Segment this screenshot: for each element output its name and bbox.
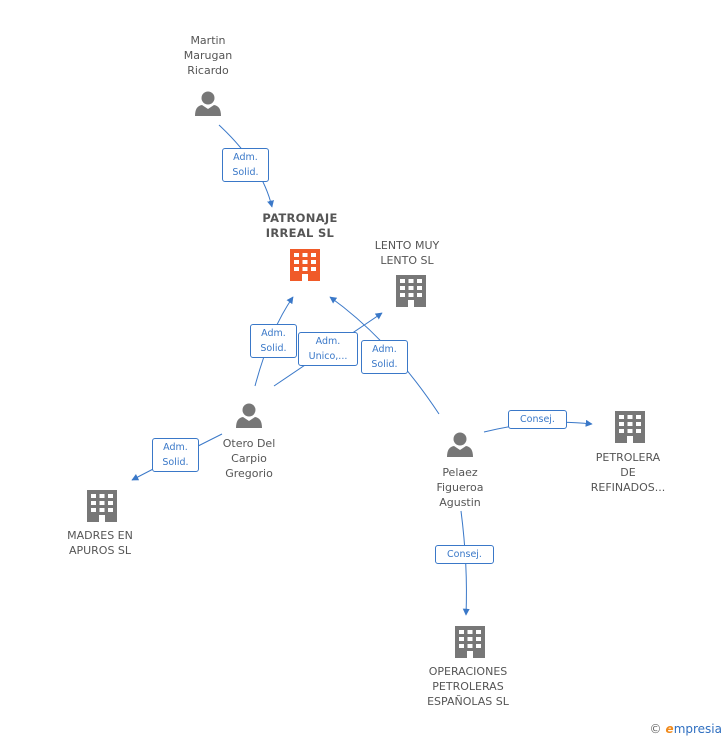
relation-label-martin-patronaje: Adm. Solid. [222, 148, 269, 182]
building-icon-lento [396, 275, 426, 307]
person-icon-martin [195, 91, 221, 116]
building-icon-madres [87, 490, 117, 522]
building-icon-patronaje [290, 249, 320, 281]
relation-label-otero-patronaje: Adm. Solid. [250, 324, 297, 358]
node-label-martin[interactable]: Martin Marugan Ricardo [183, 34, 233, 77]
node-label-lento[interactable]: LENTO MUY LENTO SL [374, 239, 440, 267]
person-icon-otero [236, 403, 262, 428]
node-label-petrolera[interactable]: PETROLERA DE REFINADOS... [590, 451, 666, 494]
brand-e: e [665, 722, 674, 736]
node-label-otero[interactable]: Otero Del Carpio Gregorio [222, 437, 276, 480]
brand-name: mpresia [673, 722, 722, 736]
relation-label-pelaez-patronaje: Adm. Solid. [361, 340, 408, 374]
empresia-logo: ©empresia [650, 722, 722, 736]
node-label-madres[interactable]: MADRES EN APUROS SL [67, 529, 133, 557]
node-label-patronaje[interactable]: PATRONAJE IRREAL SL [262, 211, 338, 240]
relation-label-otero-lento: Adm. Unico,... [298, 332, 358, 366]
person-icon-pelaez [447, 432, 473, 457]
node-label-operaciones[interactable]: OPERACIONES PETROLERAS ESPAÑOLAS SL [427, 665, 509, 708]
relation-label-pelaez-operaciones: Consej. [435, 545, 494, 564]
building-icon-petrolera [615, 411, 645, 443]
relation-label-pelaez-petrolera: Consej. [508, 410, 567, 429]
copyright-symbol: © [649, 722, 662, 736]
building-icon-operaciones [455, 626, 485, 658]
relation-label-otero-madres: Adm. Solid. [152, 438, 199, 472]
node-label-pelaez[interactable]: Pelaez Figueroa Agustin [436, 466, 484, 509]
